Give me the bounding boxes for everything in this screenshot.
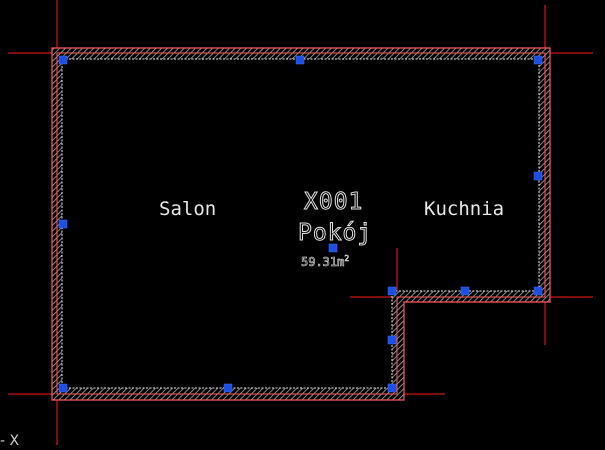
grip-notch-right[interactable] bbox=[533, 286, 543, 296]
grips[interactable] bbox=[58, 55, 543, 393]
grip-top-mid[interactable] bbox=[295, 55, 305, 65]
grip-notch-vertical-mid[interactable] bbox=[387, 335, 397, 345]
grip-top-right[interactable] bbox=[533, 55, 543, 65]
room-label-kuchnia: Kuchnia bbox=[424, 198, 505, 220]
grip-room-tag[interactable] bbox=[328, 243, 338, 253]
room-tag-area-unit: 2 bbox=[344, 254, 350, 263]
grip-bottom-left[interactable] bbox=[58, 383, 68, 393]
grip-notch-mid[interactable] bbox=[460, 286, 470, 296]
grip-notch-corner[interactable] bbox=[387, 286, 397, 296]
room-tag-area-value: 59.31m bbox=[301, 255, 345, 269]
wall-outline-inner[interactable] bbox=[56, 52, 546, 395]
grip-right-mid[interactable] bbox=[533, 171, 543, 181]
grip-top-left[interactable] bbox=[58, 55, 68, 65]
room-label-salon: Salon bbox=[159, 198, 217, 220]
room-tag-id[interactable]: X001 bbox=[303, 189, 364, 215]
wall-outline-outer[interactable] bbox=[51, 47, 551, 401]
grip-left-mid[interactable] bbox=[58, 219, 68, 229]
room-tag-area[interactable]: 59.31m2 bbox=[301, 254, 350, 269]
grip-bottom-right[interactable] bbox=[387, 383, 397, 393]
grip-bottom-mid[interactable] bbox=[223, 383, 233, 393]
ucs-axis-label: - X bbox=[0, 433, 20, 449]
room-tag-type[interactable]: Pokój bbox=[297, 220, 373, 246]
